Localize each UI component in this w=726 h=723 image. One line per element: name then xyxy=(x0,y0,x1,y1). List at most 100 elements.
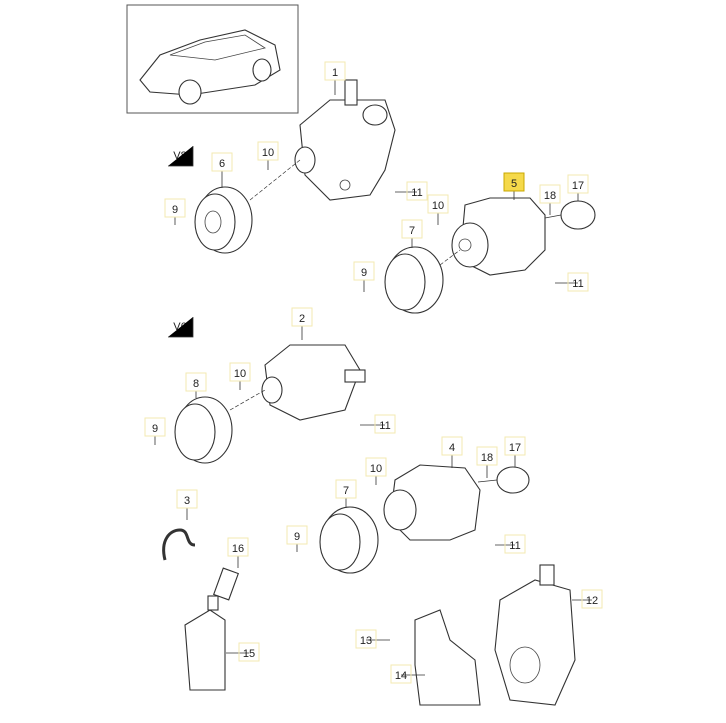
callout-box xyxy=(324,61,346,81)
callout-number: 3 xyxy=(184,495,190,507)
callout-11[interactable]: 11 xyxy=(555,272,589,292)
callout-box xyxy=(504,436,526,456)
callout-11[interactable]: 11 xyxy=(395,181,428,201)
vehicle-thumbnail xyxy=(126,4,299,114)
callout-box xyxy=(355,629,377,649)
callout-box xyxy=(441,436,463,456)
callout-9[interactable]: 9 xyxy=(286,525,308,552)
callout-number: 13 xyxy=(360,635,372,647)
callout-box xyxy=(144,417,166,437)
callout-number: 7 xyxy=(343,485,349,497)
power-steering-pump-v6 xyxy=(261,344,366,421)
callout-box xyxy=(567,272,589,292)
callout-box xyxy=(374,414,396,434)
callout-14[interactable]: 14 xyxy=(390,664,425,684)
callout-4[interactable]: 4 xyxy=(441,436,463,468)
power-steering-pump-4 xyxy=(383,464,481,541)
callout-number: 18 xyxy=(544,190,556,202)
callout-17[interactable]: 17 xyxy=(567,174,589,201)
callout-number: 10 xyxy=(370,463,382,475)
callout-10[interactable]: 10 xyxy=(229,362,251,390)
callout-box xyxy=(229,362,251,382)
reservoir-17 xyxy=(560,200,596,230)
callout-9[interactable]: 9 xyxy=(164,198,186,225)
callout-number: 8 xyxy=(193,378,199,390)
callout-2[interactable]: 2 xyxy=(291,307,313,340)
callout-box xyxy=(291,307,313,327)
callout-box xyxy=(211,152,233,172)
callout-1[interactable]: 1 xyxy=(324,61,346,95)
callout-10[interactable]: 10 xyxy=(257,141,279,170)
callout-number: 17 xyxy=(572,180,584,192)
callout-number: 15 xyxy=(243,648,255,660)
callout-8[interactable]: 8 xyxy=(185,372,207,398)
callout-9[interactable]: 9 xyxy=(353,261,375,292)
callout-10[interactable]: 10 xyxy=(427,194,449,225)
pulley-7b xyxy=(319,506,379,574)
callout-number: 1 xyxy=(332,67,338,79)
callout-number: 9 xyxy=(152,423,158,435)
callout-box xyxy=(539,184,561,204)
callout-number: 16 xyxy=(232,543,244,555)
callout-7[interactable]: 7 xyxy=(335,479,357,508)
callout-number: 9 xyxy=(361,267,367,279)
callouts: 1 10 6 11 9 5 18 17 10 7 9 11 2 10 8 11 9 4 18 17 10 7 11 9 3 16 1… xyxy=(144,61,603,684)
power-steering-pump-v8 xyxy=(294,79,396,201)
callout-box xyxy=(227,537,249,557)
callout-box xyxy=(406,181,428,201)
callout-13[interactable]: 13 xyxy=(355,629,390,649)
callout-10[interactable]: 10 xyxy=(365,457,387,485)
callout-number: 7 xyxy=(409,225,415,237)
callout-number: 14 xyxy=(395,670,407,682)
callout-number: 11 xyxy=(411,187,422,199)
callout-11[interactable]: 11 xyxy=(495,534,526,554)
callout-12[interactable]: 12 xyxy=(572,589,603,609)
callout-16[interactable]: 16 xyxy=(227,537,249,568)
callout-box xyxy=(476,446,498,466)
section-v6: V6 xyxy=(168,317,194,338)
callout-box xyxy=(365,457,387,477)
pulley-6 xyxy=(194,186,253,254)
callout-box xyxy=(185,372,207,392)
callout-box xyxy=(257,141,279,161)
callout-5[interactable]: 5 xyxy=(503,172,525,200)
callout-17[interactable]: 17 xyxy=(504,436,526,467)
callout-number: 9 xyxy=(294,531,300,543)
pulley-8 xyxy=(174,396,233,464)
callout-number: 10 xyxy=(432,200,444,212)
callout-18[interactable]: 18 xyxy=(476,446,498,478)
pulley-7 xyxy=(384,246,444,314)
callout-15[interactable]: 15 xyxy=(226,642,260,662)
callout-box xyxy=(286,525,308,545)
reservoir-17b xyxy=(496,466,530,494)
bracket-14 xyxy=(414,609,481,706)
callout-box xyxy=(427,194,449,214)
callout-box xyxy=(390,664,412,684)
callout-box xyxy=(335,479,357,499)
callout-box xyxy=(581,589,603,609)
callout-box xyxy=(164,198,186,218)
callout-box xyxy=(353,261,375,281)
hose-3 xyxy=(162,528,196,561)
callout-number: 6 xyxy=(219,158,225,170)
callout-9[interactable]: 9 xyxy=(144,417,166,445)
callout-number: 11 xyxy=(509,540,520,552)
callout-box xyxy=(401,219,423,239)
callout-number: 12 xyxy=(586,595,598,607)
callout-number: 4 xyxy=(449,442,455,454)
callout-number: 11 xyxy=(572,278,583,290)
callout-number: 18 xyxy=(481,452,493,464)
callout-18[interactable]: 18 xyxy=(539,184,561,215)
callout-7[interactable]: 7 xyxy=(401,219,423,248)
oil-bottle-15 xyxy=(184,595,226,691)
callout-11[interactable]: 11 xyxy=(360,414,396,434)
shaft-16 xyxy=(212,567,240,601)
callout-box xyxy=(504,534,526,554)
callout-box xyxy=(238,642,260,662)
callout-box xyxy=(567,174,589,194)
callout-number: 10 xyxy=(262,147,274,159)
callout-3[interactable]: 3 xyxy=(176,489,198,520)
callout-6[interactable]: 6 xyxy=(211,152,233,188)
